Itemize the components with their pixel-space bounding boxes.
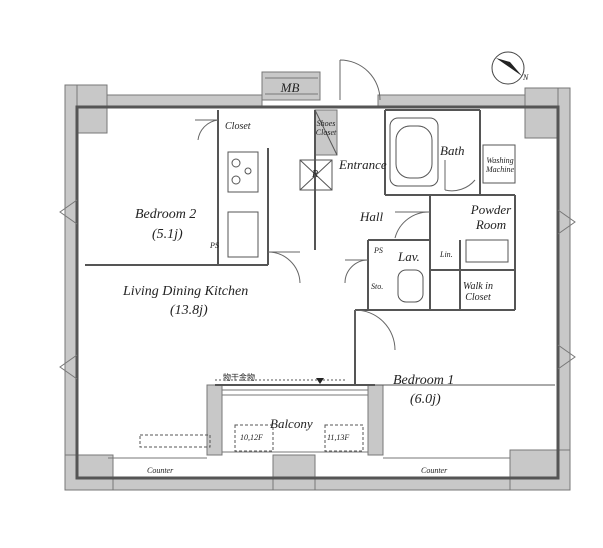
- structural-walls: [64, 71, 571, 491]
- lav-label: Lav.: [398, 249, 420, 264]
- bedroom1-name: Bedroom 1: [393, 373, 455, 388]
- washing-machine-icon: [482, 144, 516, 184]
- door-swings: [195, 59, 476, 351]
- compass-icon: [491, 51, 525, 85]
- marker-icon: [316, 378, 324, 384]
- ldk-size: (13.8j): [170, 303, 208, 318]
- bath-label: Bath: [440, 143, 465, 158]
- toilet-icon: [397, 269, 424, 303]
- interior-walls: [75, 105, 560, 480]
- windows: [108, 77, 510, 459]
- compass-north-label: N: [523, 73, 529, 82]
- fridge-icon: [299, 159, 333, 191]
- bedroom1-size: (6.0j): [410, 392, 441, 407]
- hall-label: Hall: [360, 209, 384, 224]
- closet-label: Closet: [225, 121, 251, 132]
- bedroom2-size: (5.1j): [152, 227, 183, 242]
- bathtub-icon: [389, 117, 439, 187]
- counter-right-label: Counter: [421, 466, 448, 475]
- bedroom2-name: Bedroom 2: [135, 207, 197, 222]
- ps-label-2: PS: [374, 246, 383, 255]
- unit-left-label: 10,12F: [240, 433, 263, 442]
- stove-icon: [227, 151, 259, 193]
- fixtures: [139, 109, 516, 452]
- r-label: R: [312, 169, 319, 180]
- lin-label: Lin.: [440, 250, 453, 259]
- sto-label: Sto.: [371, 282, 384, 291]
- balcony-label: Balcony: [270, 416, 313, 431]
- counter-left-label: Counter: [147, 466, 174, 475]
- mb-label: MB: [280, 80, 300, 95]
- ldk-name: Living Dining Kitchen: [123, 284, 249, 299]
- hanger-label: 物干金物: [223, 373, 255, 382]
- wall-doors: [59, 199, 576, 380]
- unit-right-label: 11,13F: [327, 433, 350, 442]
- entrance-label: Entrance: [339, 157, 387, 172]
- ps-label-1: PS: [210, 241, 219, 250]
- vanity-icon: [465, 239, 509, 263]
- sink-icon: [227, 211, 259, 258]
